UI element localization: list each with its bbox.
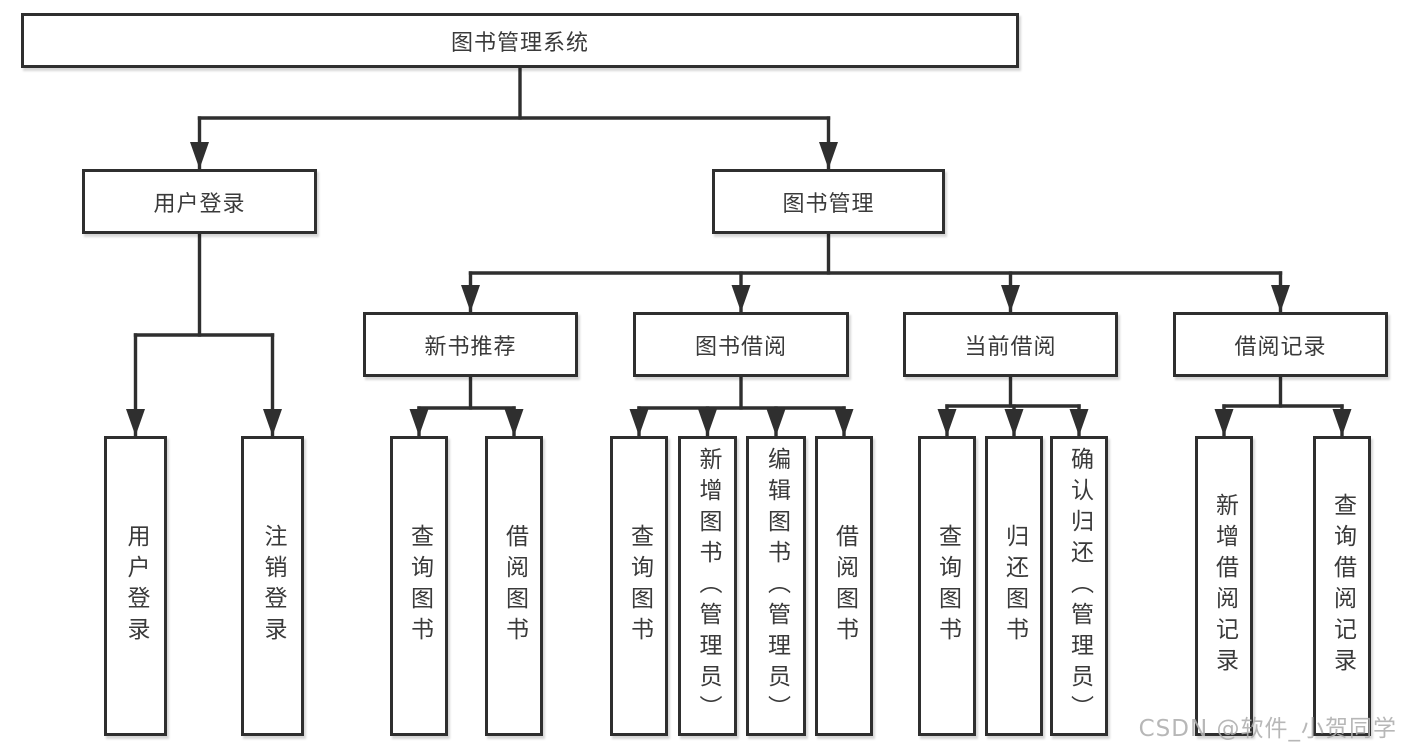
leaf-add-books-admin-label: 新增图书（管理员） [695, 446, 721, 726]
node-current-borrowing: 当前借阅 [903, 312, 1118, 377]
node-new-book-recommend: 新书推荐 [363, 312, 578, 377]
leaf-query-books-borrowing-label: 查询图书 [626, 524, 653, 648]
leaf-user-login-label: 用户登录 [123, 524, 149, 648]
node-borrowing-records: 借阅记录 [1173, 312, 1388, 377]
node-book-management: 图书管理 [712, 169, 945, 234]
leaf-add-books-admin: 新增图书（管理员） [678, 436, 737, 736]
connector-root-to-level2 [190, 66, 838, 169]
leaf-query-books-recommend: 查询图书 [390, 436, 448, 736]
leaf-query-books-recommend-label: 查询图书 [406, 524, 433, 648]
leaf-logout-login: 注销登录 [241, 436, 304, 736]
node-book-borrowing: 图书借阅 [633, 312, 849, 377]
node-library-management-system: 图书管理系统 [21, 13, 1019, 68]
connector-user-login-to-leaves [126, 232, 282, 436]
leaf-query-borrow-record: 查询借阅记录 [1313, 436, 1371, 736]
leaf-user-login: 用户登录 [104, 436, 167, 736]
leaf-logout-login-label: 注销登录 [260, 524, 286, 648]
leaf-query-books-current: 查询图书 [918, 436, 976, 736]
leaf-add-borrow-record: 新增借阅记录 [1195, 436, 1253, 736]
leaf-return-books-label: 归还图书 [1001, 524, 1028, 648]
leaf-borrow-books: 借阅图书 [815, 436, 873, 736]
leaf-confirm-return-admin-label: 确认归还（管理员） [1066, 446, 1093, 726]
connector-current-borrowing-to-leaves [937, 375, 1089, 436]
connector-book-management-to-level3 [461, 232, 1290, 312]
csdn-watermark: CSDN @软件_小贺同学 [1138, 716, 1397, 742]
leaf-edit-books-admin-label: 编辑图书（管理员） [763, 446, 790, 726]
leaf-borrow-books-recommend-label: 借阅图书 [501, 524, 528, 648]
leaf-query-books-current-label: 查询图书 [934, 524, 961, 648]
node-user-login: 用户登录 [82, 169, 317, 234]
leaf-confirm-return-admin: 确认归还（管理员） [1050, 436, 1108, 736]
leaf-edit-books-admin: 编辑图书（管理员） [746, 436, 806, 736]
leaf-borrow-books-label: 借阅图书 [831, 524, 858, 648]
connector-new-book-recommend-to-leaves [409, 375, 524, 436]
leaf-add-borrow-record-label: 新增借阅记录 [1211, 493, 1238, 679]
connector-borrowing-records-to-leaves [1214, 375, 1352, 436]
leaf-return-books: 归还图书 [985, 436, 1043, 736]
leaf-query-borrow-record-label: 查询借阅记录 [1329, 493, 1356, 679]
leaf-query-books-borrowing: 查询图书 [610, 436, 668, 736]
connector-book-borrowing-to-leaves [629, 375, 854, 436]
leaf-borrow-books-recommend: 借阅图书 [485, 436, 543, 736]
